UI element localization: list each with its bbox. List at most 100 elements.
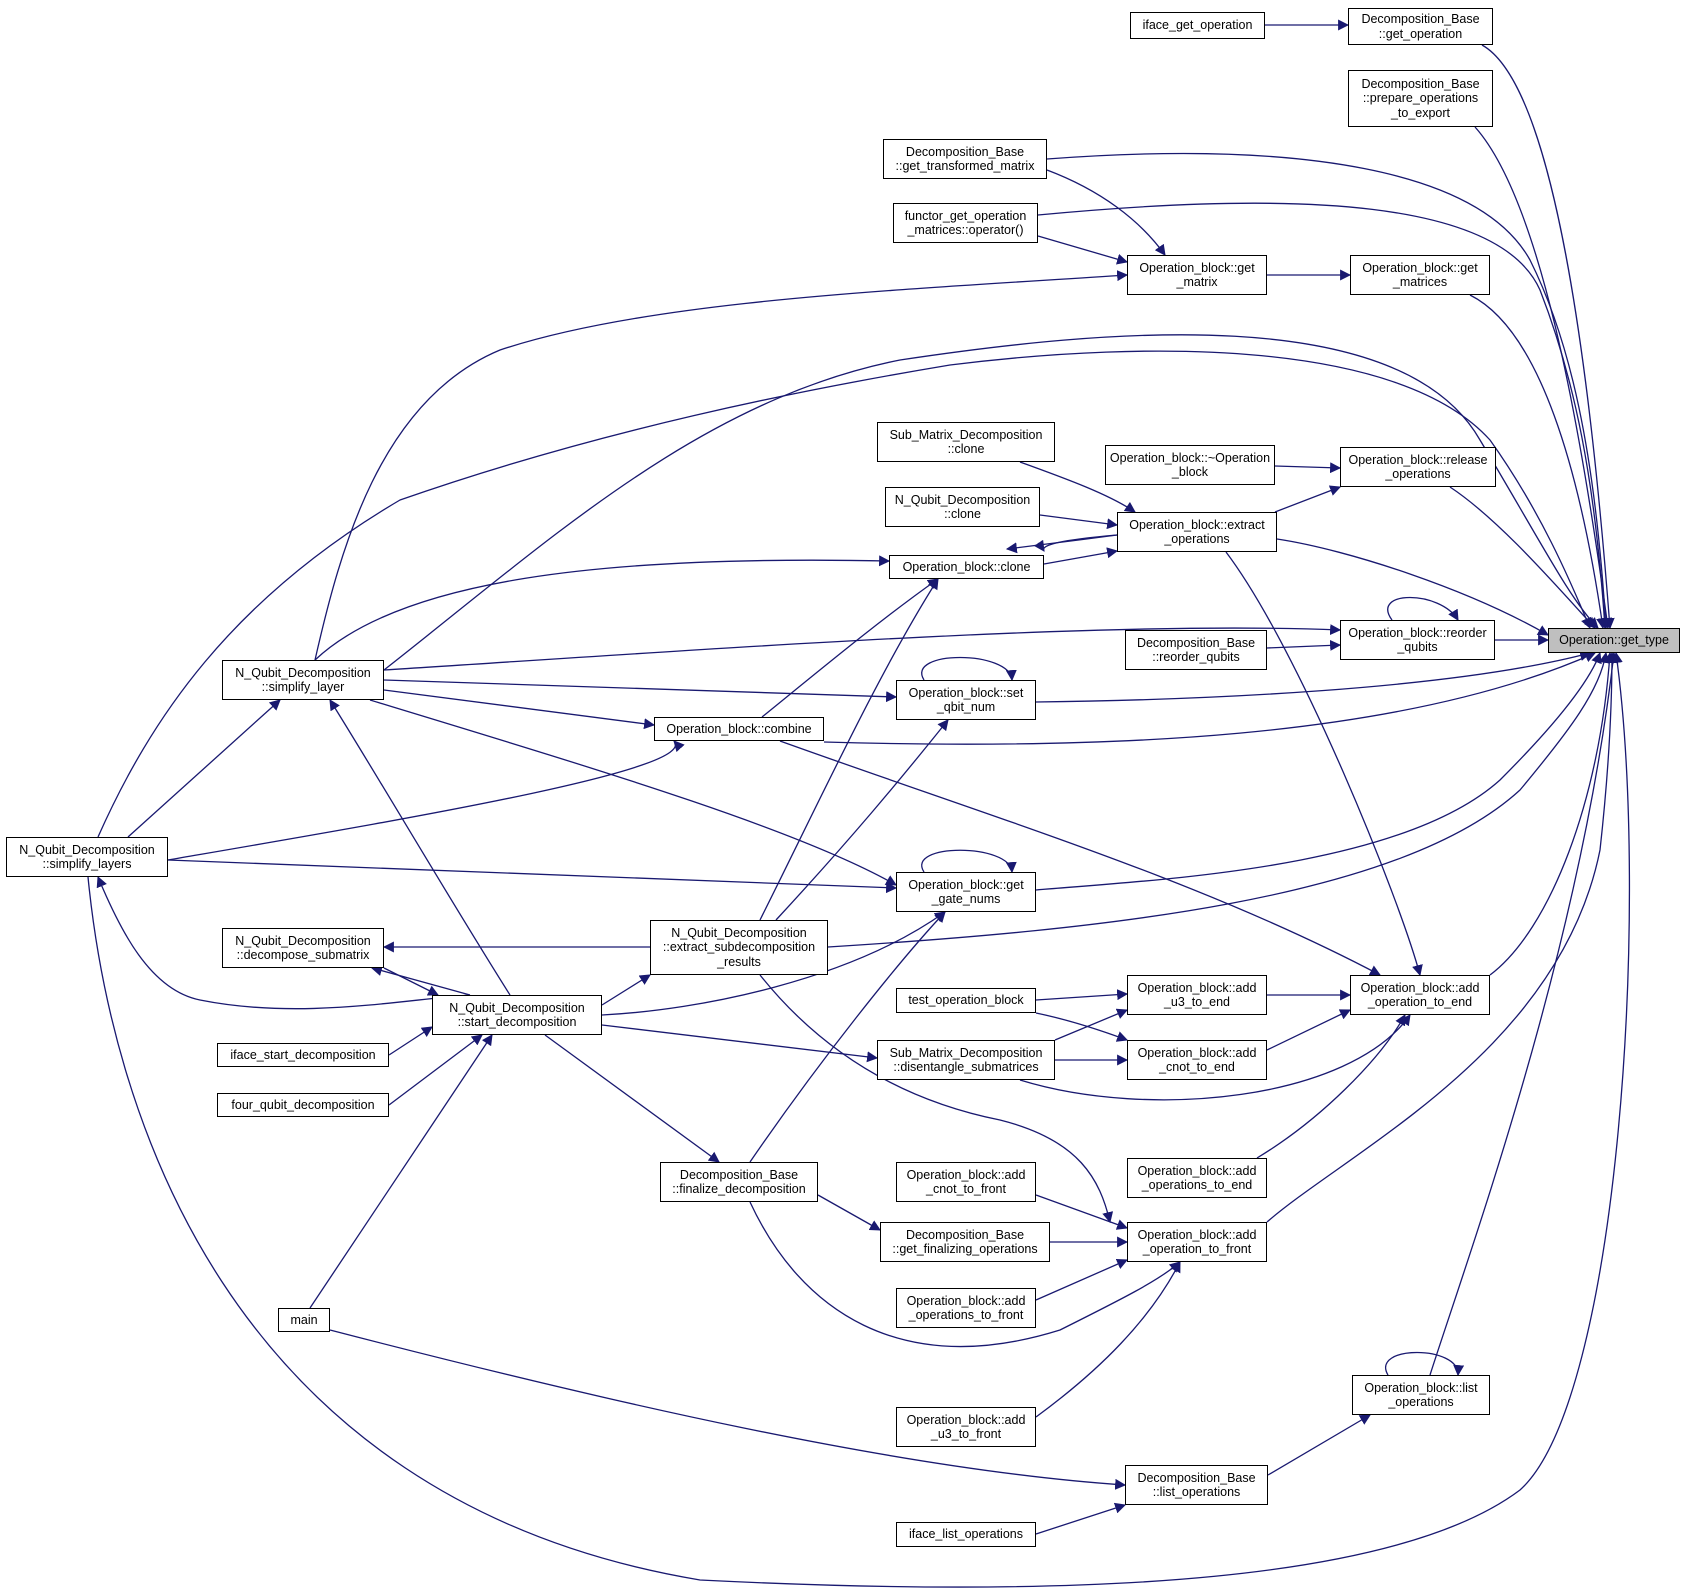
node-smd-disentangle[interactable]: Sub_Matrix_Decomposition ::disentangle_s… xyxy=(877,1040,1055,1080)
node-label: N_Qubit_Decomposition ::simplify_layer xyxy=(235,665,371,695)
call-edge xyxy=(1387,596,1459,621)
node-ob-add-op-end[interactable]: Operation_block::add _operation_to_end xyxy=(1350,975,1490,1015)
node-test-ob[interactable]: test_operation_block xyxy=(896,988,1036,1013)
call-edge xyxy=(1274,485,1342,513)
call-edge xyxy=(1256,1014,1406,1159)
call-edge xyxy=(1267,1414,1371,1476)
call-edge xyxy=(1035,1194,1129,1230)
node-label: Decomposition_Base ::list_operations xyxy=(1137,1470,1256,1500)
call-edge xyxy=(1449,486,1596,629)
node-nqd-extract-sub[interactable]: N_Qubit_Decomposition ::extract_subdecom… xyxy=(650,920,828,975)
node-nqd-start[interactable]: N_Qubit_Decomposition ::start_decomposit… xyxy=(432,995,602,1035)
node-label: four_qubit_decomposition xyxy=(231,1097,375,1112)
node-ob-release[interactable]: Operation_block::release _operations xyxy=(1340,447,1496,487)
call-edge xyxy=(1481,44,1615,630)
node-label: Operation::get_type xyxy=(1559,633,1669,648)
node-db-get-finalizing[interactable]: Decomposition_Base ::get_finalizing_oper… xyxy=(880,1222,1050,1262)
call-edge xyxy=(544,1034,720,1163)
node-db-get-operation[interactable]: Decomposition_Base ::get_operation xyxy=(1348,8,1493,45)
node-ob-add-cnot-front[interactable]: Operation_block::add _cnot_to_front xyxy=(896,1162,1036,1202)
node-nqd-clone[interactable]: N_Qubit_Decomposition ::clone xyxy=(885,487,1040,527)
call-edge xyxy=(1266,1009,1351,1051)
node-ob-add-u3-front[interactable]: Operation_block::add _u3_to_front xyxy=(896,1407,1036,1447)
call-edge xyxy=(383,679,898,703)
node-ob-destructor[interactable]: Operation_block::~Operation _block xyxy=(1105,445,1275,485)
call-edge xyxy=(921,656,1017,682)
node-nqd-simplify-layers[interactable]: N_Qubit_Decomposition ::simplify_layers xyxy=(6,837,168,877)
node-ob-add-op-front[interactable]: Operation_block::add _operation_to_front xyxy=(1127,1222,1267,1262)
call-edge xyxy=(1035,651,1602,891)
node-label: Operation_block::extract _operations xyxy=(1129,517,1265,547)
call-edge xyxy=(1035,1012,1129,1042)
node-db-reorder[interactable]: Decomposition_Base ::reorder_qubits xyxy=(1125,630,1267,670)
call-edge xyxy=(1035,1502,1127,1535)
node-main[interactable]: main xyxy=(278,1308,330,1332)
call-edge xyxy=(309,1034,493,1309)
node-functor[interactable]: functor_get_operation _matrices::operato… xyxy=(893,203,1038,243)
node-ob-set-qbit[interactable]: Operation_block::set _qbit_num xyxy=(896,680,1036,720)
call-edge xyxy=(1225,551,1423,977)
call-edge xyxy=(329,1329,1127,1490)
node-ob-add-ops-end[interactable]: Operation_block::add _operations_to_end xyxy=(1127,1158,1267,1198)
call-edge xyxy=(817,1194,881,1231)
node-db-prepare[interactable]: Decomposition_Base ::prepare_operations … xyxy=(1348,70,1493,127)
node-smd-clone[interactable]: Sub_Matrix_Decomposition ::clone xyxy=(877,422,1055,462)
node-ob-add-u3-end[interactable]: Operation_block::add _u3_to_end xyxy=(1127,975,1267,1015)
call-edge xyxy=(388,1026,433,1056)
call-edge xyxy=(827,651,1610,948)
node-nqd-decompose-sub[interactable]: N_Qubit_Decomposition ::decompose_submat… xyxy=(222,928,384,968)
node-label: test_operation_block xyxy=(908,993,1024,1008)
node-iface-get-operation[interactable]: iface_get_operation xyxy=(1130,12,1265,39)
call-edge xyxy=(1469,294,1608,630)
node-label: Decomposition_Base ::get_transformed_mat… xyxy=(895,144,1035,174)
call-edge xyxy=(369,699,897,886)
node-ob-clone[interactable]: Operation_block::clone xyxy=(889,555,1044,579)
node-nqd-simplify-layer[interactable]: N_Qubit_Decomposition ::simplify_layer xyxy=(222,660,384,700)
call-edge xyxy=(1274,462,1342,474)
node-label: iface_get_operation xyxy=(1142,18,1253,33)
call-edge xyxy=(383,967,439,996)
node-ob-get-gate-nums[interactable]: Operation_block::get _gate_nums xyxy=(896,872,1036,912)
call-edge xyxy=(1046,169,1166,256)
node-ob-get-matrix[interactable]: Operation_block::get _matrix xyxy=(1127,255,1267,295)
node-label: Decomposition_Base ::finalize_decomposit… xyxy=(672,1167,806,1197)
node-iface-list[interactable]: iface_list_operations xyxy=(896,1522,1036,1547)
node-ob-reorder[interactable]: Operation_block::reorder _qubits xyxy=(1340,620,1495,660)
node-db-list[interactable]: Decomposition_Base ::list_operations xyxy=(1125,1465,1268,1505)
call-edge xyxy=(1035,989,1129,1001)
node-ob-combine[interactable]: Operation_block::combine xyxy=(654,717,824,741)
node-label: Operation_block::add _cnot_to_front xyxy=(906,1167,1026,1197)
node-ob-get-matrices[interactable]: Operation_block::get _matrices xyxy=(1350,255,1490,295)
call-edge xyxy=(388,1034,483,1106)
call-edge xyxy=(1046,152,1611,630)
call-edge xyxy=(1035,1261,1181,1418)
call-edge xyxy=(1266,639,1342,651)
call-edge xyxy=(1054,1008,1129,1041)
call-edge xyxy=(1429,651,1619,1376)
node-label: Operation_block::release _operations xyxy=(1348,452,1488,482)
call-edge xyxy=(127,699,281,838)
node-four-qubit[interactable]: four_qubit_decomposition xyxy=(217,1093,389,1117)
node-label: N_Qubit_Decomposition ::decompose_submat… xyxy=(235,933,371,963)
node-label: N_Qubit_Decomposition ::extract_subdecom… xyxy=(662,925,816,969)
node-ob-add-ops-front[interactable]: Operation_block::add _operations_to_fron… xyxy=(896,1288,1036,1328)
node-db-finalize[interactable]: Decomposition_Base ::finalize_decomposit… xyxy=(660,1162,818,1202)
node-label: Decomposition_Base ::prepare_operations … xyxy=(1361,76,1480,120)
call-edge xyxy=(1474,126,1613,630)
node-iface-start[interactable]: iface_start_decomposition xyxy=(217,1043,389,1067)
node-label: Operation_block::add _cnot_to_end xyxy=(1137,1045,1257,1075)
node-label: Operation_block::add _operations_to_end xyxy=(1137,1163,1257,1193)
call-edge xyxy=(1039,514,1119,530)
node-ob-list[interactable]: Operation_block::list _operations xyxy=(1352,1375,1490,1415)
node-ob-add-cnot-end[interactable]: Operation_block::add _cnot_to_end xyxy=(1127,1040,1267,1080)
node-label: Sub_Matrix_Decomposition ::clone xyxy=(889,427,1043,457)
node-db-get-transformed[interactable]: Decomposition_Base ::get_transformed_mat… xyxy=(883,139,1047,179)
node-root[interactable]: Operation::get_type xyxy=(1548,628,1680,653)
call-edge xyxy=(921,849,1017,874)
call-edge xyxy=(601,1024,879,1063)
node-ob-extract[interactable]: Operation_block::extract _operations xyxy=(1117,512,1277,552)
node-label: iface_list_operations xyxy=(909,1527,1023,1542)
node-label: Operation_block::reorder _qubits xyxy=(1348,625,1487,655)
call-edge xyxy=(1489,651,1615,976)
